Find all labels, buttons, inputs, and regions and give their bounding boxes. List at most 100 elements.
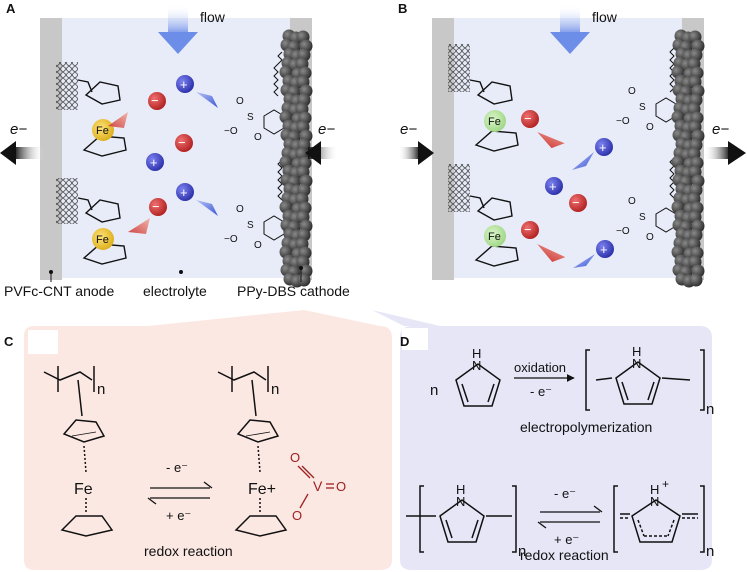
- panel-d-oxidation-minus-e: - e⁻: [530, 384, 552, 399]
- panel-b-sulfonate-top: O S −O O: [616, 86, 654, 133]
- panel-b-electron-left-label: e−: [400, 121, 417, 138]
- panel-c-vanadate-v: V: [313, 478, 323, 494]
- panel-c-letter-box: [28, 330, 58, 354]
- panel-a-cnt-top: [56, 62, 78, 110]
- ppy-sphere: [689, 273, 703, 287]
- panel-d-oxidized-count: n: [706, 543, 714, 560]
- panel-b-flow-label: flow: [592, 9, 618, 25]
- panel-a-fe-bottom-label: Fe: [96, 234, 109, 246]
- panel-b-fe-top-label: Fe: [488, 116, 501, 128]
- panel-a-anion-3: −: [128, 198, 167, 234]
- panel-c-vanadate-o-top: O: [290, 450, 300, 465]
- svg-text:−: −: [178, 135, 186, 150]
- panel-b: B flow Fe Fe − −: [398, 1, 746, 288]
- panel-d-oxidation-label: oxidation: [514, 360, 566, 375]
- panel-b-electron-right-label: e−: [712, 121, 729, 138]
- panel-d-oxidized-plus: +: [662, 477, 669, 491]
- panel-d-neutral-n: N: [456, 494, 465, 509]
- panel-a-ppy-coating: [279, 29, 313, 288]
- panel-b-ppy-coating: [671, 29, 705, 288]
- svg-text:S: S: [639, 212, 646, 223]
- panel-b-ferrocene-bottom: [469, 195, 519, 267]
- panel-a-cnt-bottom: [56, 178, 78, 224]
- panel-a-cation-1: +: [176, 75, 218, 108]
- panel-b-cation-1: +: [572, 138, 613, 170]
- panel-b-sulfonate-bottom: O S −O O: [616, 196, 654, 243]
- panel-d-neutral-count: n: [518, 543, 526, 560]
- panel-d-letter: D: [400, 334, 409, 349]
- panel-a-electron-arrow-left: [0, 141, 44, 165]
- panel-d-monomer-h: H: [472, 346, 481, 361]
- panel-c-minus-e: - e⁻: [166, 460, 188, 475]
- panel-d-caption-bottom: redox reaction: [520, 547, 609, 563]
- panel-b-anion-1: −: [521, 110, 565, 149]
- panel-b-anion-3: −: [521, 221, 566, 262]
- svg-text:−O: −O: [224, 126, 238, 137]
- svg-text:−O: −O: [616, 226, 630, 237]
- panel-a-anion-2: −: [175, 134, 193, 152]
- svg-text:O: O: [628, 196, 636, 207]
- svg-text:+: +: [180, 185, 188, 200]
- svg-text:S: S: [247, 112, 254, 123]
- panel-d-polymer-top-h: H: [632, 344, 641, 359]
- panel-d: D H N n oxidation - e⁻ H N n electropol: [372, 310, 714, 570]
- svg-text:+: +: [150, 155, 158, 170]
- panel-c-vanadate-o-bottom: O: [292, 508, 302, 523]
- panel-c-vanadate-o-right: O: [336, 479, 346, 494]
- svg-text:O: O: [254, 132, 262, 143]
- panel-a-letter: A: [6, 1, 16, 16]
- svg-text:−O: −O: [616, 116, 630, 127]
- svg-text:O: O: [236, 96, 244, 107]
- panel-a-leaders: [49, 266, 303, 282]
- svg-text:+: +: [549, 179, 557, 194]
- panel-a-electron-right-label: e−: [318, 121, 335, 138]
- panel-c-polymer-oxidized: [217, 366, 288, 537]
- svg-text:−O: −O: [224, 234, 238, 245]
- panel-c-background: [24, 310, 392, 570]
- panel-c-polymer-neutral: [43, 366, 114, 537]
- panel-b-cation-2: +: [545, 177, 563, 195]
- svg-text:−: −: [524, 111, 532, 126]
- panel-c-plus-e: + e⁻: [166, 508, 191, 523]
- svg-text:O: O: [628, 86, 636, 97]
- panel-b-electron-arrow-right: [704, 141, 746, 165]
- panel-d-plus-e: + e⁻: [554, 532, 579, 547]
- panel-b-electron-arrow-left: [398, 141, 434, 165]
- panel-a-electrolyte-label: electrolyte: [143, 283, 207, 299]
- panel-a-fe-top: [92, 119, 114, 141]
- panel-b-fe-bottom: [484, 225, 506, 247]
- panel-c-vanadate: [297, 465, 334, 509]
- panel-c-caption: redox reaction: [144, 543, 233, 559]
- panel-c-equilibrium-arrows: [147, 481, 213, 505]
- panel-b-cnt-bottom: [448, 164, 470, 212]
- panel-a-fe-bottom: [92, 228, 114, 250]
- panel-d-polypyrrole-neutral: [406, 485, 517, 553]
- panel-a: A flow Fe Fe −: [0, 1, 350, 299]
- panel-b-electrolyte-region: [432, 18, 704, 278]
- panel-d-minus-e: - e⁻: [554, 486, 576, 501]
- panel-d-oxidized-h: H: [650, 482, 659, 497]
- panel-d-polymer-top-count: n: [706, 401, 714, 418]
- panel-a-anion-1: −: [108, 92, 166, 128]
- panel-d-equilibrium-arrows: [537, 505, 603, 529]
- panel-a-flow-label: flow: [200, 9, 226, 25]
- panel-c-letter: C: [4, 334, 14, 349]
- svg-text:+: +: [180, 77, 188, 92]
- svg-text:−: −: [524, 222, 532, 237]
- panel-c-n-right: n: [271, 381, 279, 398]
- panel-d-polymer-top-n: N: [632, 356, 641, 371]
- svg-text:S: S: [247, 220, 254, 231]
- panel-a-sulfonate-top: O S −O O: [224, 96, 262, 143]
- panel-d-polypyrrole-oxidized: [613, 485, 705, 553]
- panel-b-anion-2: −: [569, 194, 587, 212]
- panel-d-letter-box: [402, 328, 428, 350]
- panel-d-monomer-count: n: [430, 382, 438, 399]
- panel-b-flow-arrow: [550, 5, 590, 54]
- panel-d-oxidized-n: N: [650, 494, 659, 509]
- panel-d-background: [400, 326, 712, 570]
- panel-a-cathode-label: PPy-DBS cathode: [237, 283, 350, 299]
- panel-b-letter: B: [398, 1, 407, 16]
- panel-d-polypyrrole-top: [585, 349, 705, 411]
- svg-text:O: O: [236, 204, 244, 215]
- svg-text:−: −: [572, 195, 580, 210]
